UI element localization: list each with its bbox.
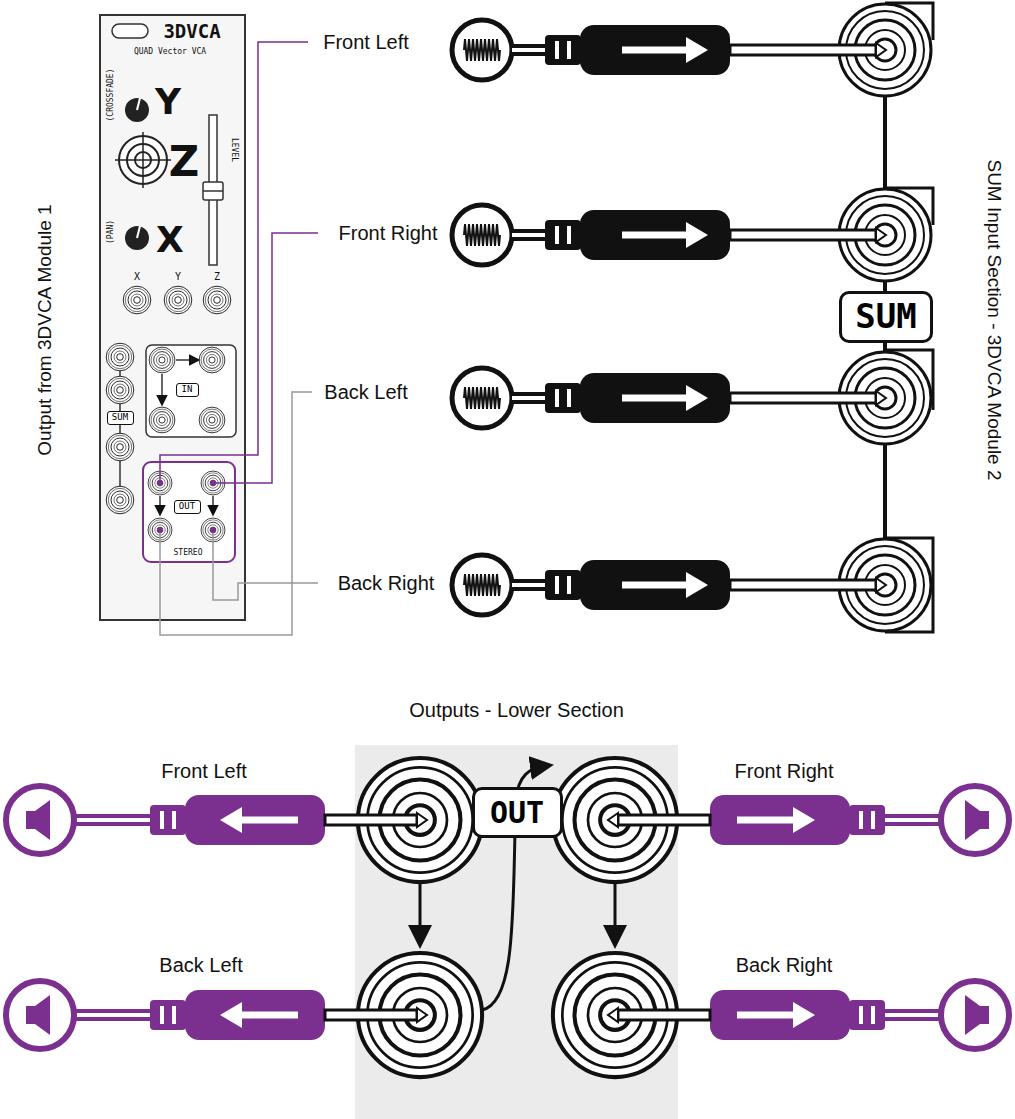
outputs-panel: Outputs - Lower SectionOUT [355, 745, 678, 1119]
box-text: OUT [178, 502, 197, 512]
box-text: SUM [111, 413, 130, 423]
box-text: SUM [854, 298, 918, 335]
panel-out-box: OUT [174, 500, 201, 514]
box-text: OUT [489, 796, 546, 829]
channel-label: Back Left [324, 381, 407, 403]
channel-label: Back Right [736, 954, 833, 976]
module-subtitle: QUAD Vector VCA [134, 48, 206, 57]
axis-letter: X [156, 220, 184, 260]
channel-label: Back Right [338, 572, 435, 594]
module-name: 3DVCA [163, 21, 220, 42]
channel-label: Front Left [161, 760, 247, 782]
out-box: OUT [472, 787, 563, 838]
sum-box: SUM [839, 291, 933, 343]
panel-sum-box: SUM [107, 411, 134, 425]
jack-label: Y [175, 271, 181, 282]
axis-letter: Z [169, 139, 199, 185]
knob-label: (CROSSFADE) [107, 69, 116, 122]
jack-label: X [134, 271, 140, 282]
channel-label: Front Right [735, 760, 834, 782]
box-text: IN [181, 385, 194, 395]
knob-label: (PAN) [107, 220, 116, 244]
panel-in-box: IN [176, 383, 199, 397]
axis-letter: Y [155, 82, 181, 122]
section-heading: Outputs - Lower Section [295, 699, 738, 721]
channel-label: Front Left [323, 31, 409, 53]
fader-label: LEVEL [230, 138, 239, 162]
channel-label: Front Right [339, 222, 438, 244]
side-caption: SUM Input Section - 3DVCA Module 2 [984, 159, 1005, 480]
side-caption: Output from 3DVCA Module 1 [35, 204, 56, 455]
jack-label: Z [214, 271, 220, 282]
group-label: STEREO [174, 549, 203, 558]
channel-label: Back Left [159, 954, 242, 976]
